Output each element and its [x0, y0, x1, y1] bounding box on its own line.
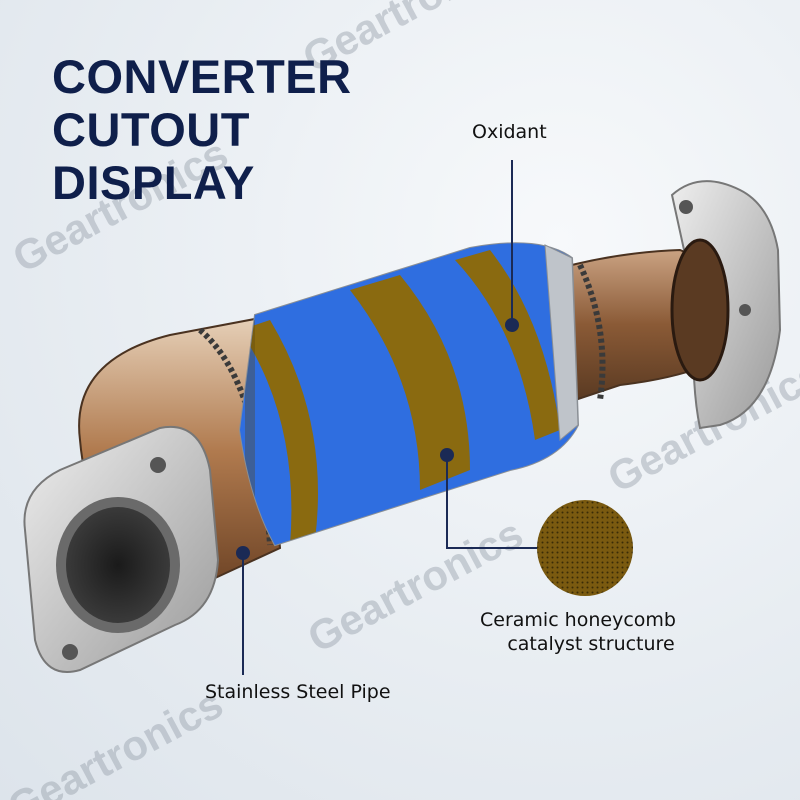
inlet-opening — [66, 507, 170, 623]
title-line: DISPLAY — [52, 156, 255, 209]
ceramic-label-line1: Ceramic honeycomb — [480, 609, 676, 631]
ceramic-marker — [440, 448, 454, 462]
bolt-hole — [150, 457, 166, 473]
cutout-section — [240, 243, 578, 546]
ceramic-label: Ceramic honeycomb catalyst structure — [480, 608, 676, 656]
bolt-hole — [679, 200, 693, 214]
title-line: CONVERTER — [52, 50, 352, 103]
title-line: CUTOUT — [52, 103, 250, 156]
oxidant-label: Oxidant — [472, 121, 547, 143]
page-title: CONVERTER CUTOUT DISPLAY — [52, 50, 352, 209]
ceramic-leader — [446, 455, 540, 549]
ceramic-label-line2: catalyst structure — [507, 633, 675, 655]
pipe-marker — [236, 546, 250, 560]
bolt-hole — [739, 304, 751, 316]
oxidant-marker — [505, 318, 519, 332]
bolt-hole — [62, 644, 78, 660]
ceramic-swatch — [537, 500, 633, 596]
pipe-label: Stainless Steel Pipe — [205, 681, 391, 703]
